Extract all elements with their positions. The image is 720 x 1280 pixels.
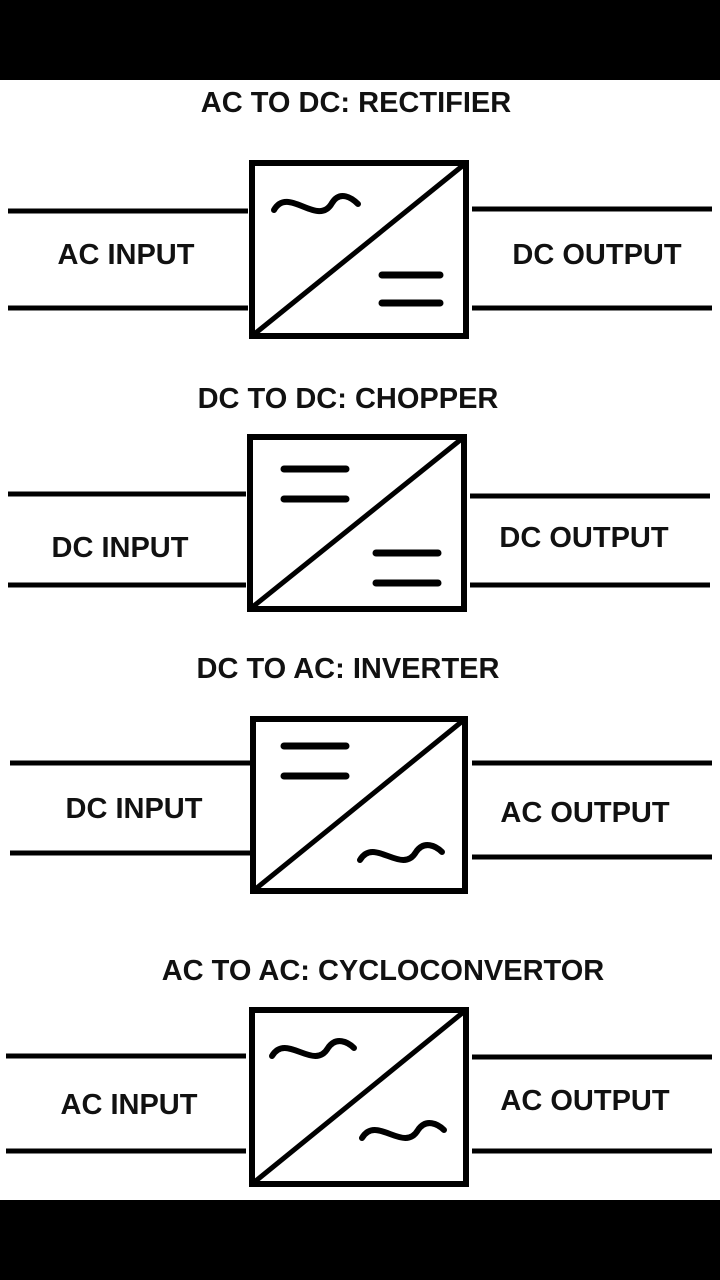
converter-box [249,160,469,339]
box-diagonal [251,717,467,893]
block-title: DC TO DC: CHOPPER [198,383,499,415]
output-label: AC OUTPUT [500,797,669,829]
ac-wave-icon [357,842,445,863]
ac-wave-icon [269,1038,357,1059]
box-diagonal [248,435,466,611]
converter-block-chopper: DC TO DC: CHOPPER DC INPUT DC OUTPUT [8,383,710,612]
output-label: AC OUTPUT [500,1085,669,1117]
converter-block-rectifier: AC TO DC: RECTIFIER AC INPUT DC OUTPUT [8,87,712,339]
input-label: DC INPUT [66,793,203,825]
block-title: AC TO AC: CYCLOCONVERTOR [162,955,605,987]
input-label: AC INPUT [61,1089,198,1121]
ac-wave-icon [271,193,361,215]
input-label: AC INPUT [58,239,195,271]
diagram-canvas: AC TO DC: RECTIFIER AC INPUT DC OUTPUT D… [0,80,720,1200]
bottom-letterbox-bar [0,1200,720,1280]
block-title: AC TO DC: RECTIFIER [201,87,511,119]
converter-box [247,434,467,612]
output-label: DC OUTPUT [512,239,681,271]
converter-block-cycloconvertor: AC TO AC: CYCLOCONVERTOR AC INPUT AC OUT… [6,955,712,1187]
block-title: DC TO AC: INVERTER [197,653,500,685]
box-diagonal [250,161,468,338]
box-diagonal [250,1008,468,1186]
converter-block-inverter: DC TO AC: INVERTER DC INPUT AC OUTPUT [10,653,712,894]
input-label: DC INPUT [52,532,189,564]
ac-wave-icon [359,1120,447,1141]
converter-box [249,1007,469,1187]
top-letterbox-bar [0,0,720,80]
output-label: DC OUTPUT [499,522,668,554]
converter-box [250,716,468,894]
converter-diagram: AC TO DC: RECTIFIER AC INPUT DC OUTPUT D… [6,87,712,1187]
